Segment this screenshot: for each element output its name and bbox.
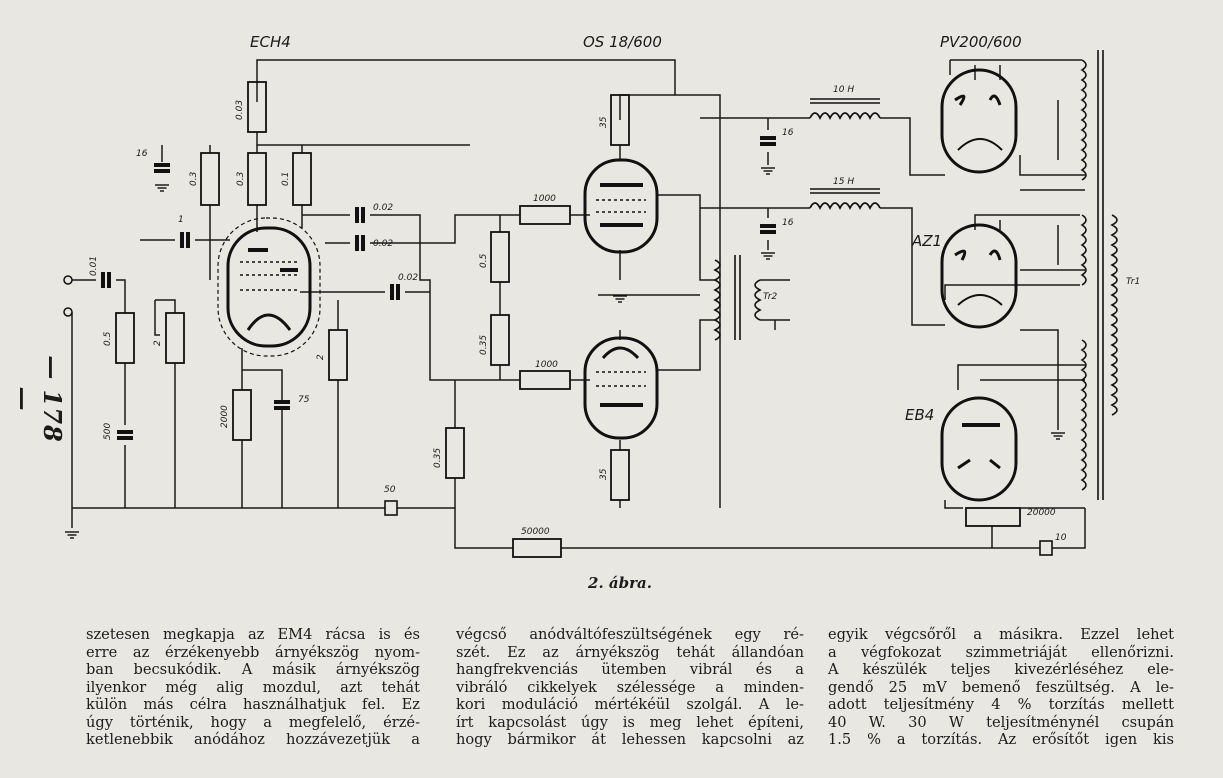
label-ech4: ECH4 xyxy=(250,33,291,51)
value-r-035-mid: 0.35 xyxy=(479,335,489,355)
value-c-002c: 0.02 xyxy=(398,273,418,283)
text-line: 1.5 % a torzítás. Az erősítőt igen kis xyxy=(828,731,1174,748)
value-r-35-bot: 35 xyxy=(599,468,609,480)
capacitors xyxy=(101,136,1053,556)
value-r-2-pot: 2 xyxy=(153,340,163,346)
label-os18: OS 18/600 xyxy=(583,33,662,51)
value-c-002b: 0.02 xyxy=(373,239,393,249)
value-r-2-grid: 2 xyxy=(316,354,326,360)
value-r-05-mid: 0.5 xyxy=(479,253,489,268)
value-c-75: 75 xyxy=(298,395,310,405)
pv200-tube xyxy=(940,68,1018,174)
text-column-1: szetesen megkapja az EM4 rácsa is és err… xyxy=(86,626,420,749)
os18-tube-lower xyxy=(583,336,659,440)
text-line: hangfrekvenciás ütemben vibrál és a xyxy=(456,661,804,678)
text-line: adott teljesítmény 4 % torzítás mellett xyxy=(828,696,1174,713)
text-line: 40 W. 30 W teljesítménynél csupán xyxy=(828,713,1174,731)
text-line: írt kapcsolást úgy is meg lehet építeni, xyxy=(456,713,804,731)
value-c-500: 500 xyxy=(103,423,113,440)
value-r-01: 0.1 xyxy=(281,172,291,186)
label-pv200: PV200/600 xyxy=(940,33,1022,51)
figure-caption: 2. ábra. xyxy=(588,574,652,592)
value-c-0001: 0.01 xyxy=(89,256,99,276)
page-number: — 178 — xyxy=(9,355,67,443)
text-line: hogy bármikor át lehessen kapcsolni az xyxy=(456,731,804,748)
text-line: egyik végcsőről a másikra. Ezzel lehet xyxy=(828,626,1174,643)
value-c-16-mid: 16 xyxy=(782,218,794,228)
text-column-2: végcső anódváltófeszültségének egy ré- s… xyxy=(456,626,804,749)
value-choke-10: 10 H xyxy=(833,85,854,95)
text-line: ketlenebbik anódához hozzávezetjük a xyxy=(86,731,420,748)
value-choke-15: 15 H xyxy=(833,177,854,187)
value-c-50: 50 xyxy=(384,485,396,495)
resistors xyxy=(115,81,1021,558)
value-c-1: 1 xyxy=(178,215,184,225)
text-line: a végfokozat szimmetriáját ellenőrizni. xyxy=(828,643,1174,661)
ech4-tube xyxy=(217,217,321,357)
label-tr1: Tr1 xyxy=(1126,277,1140,287)
value-r-003: 0.03 xyxy=(235,100,245,120)
value-r-035-low: 0.35 xyxy=(433,448,443,468)
value-r-03a: 0.3 xyxy=(189,171,199,186)
value-c-16-left: 16 xyxy=(136,149,148,159)
value-r-03b: 0.3 xyxy=(236,171,246,186)
value-r-05-in: 0.5 xyxy=(103,331,113,346)
text-line: végcső anódváltófeszültségének egy ré- xyxy=(456,626,804,643)
label-tr2: Tr2 xyxy=(763,292,777,302)
text-line: vibráló cikkelyek szélessége a minden- xyxy=(456,678,804,696)
text-line: erre az érzékenyebb árnyékszög nyom- xyxy=(86,643,420,661)
amplifier-schematic: ECH4 OS 18/600 PV200/600 AZ1 EB4 0.03 0.… xyxy=(63,33,1140,558)
value-r-1000b: 1000 xyxy=(535,360,558,370)
az1-tube xyxy=(940,223,1018,329)
wires xyxy=(71,59,1086,549)
value-c-10: 10 xyxy=(1055,533,1067,543)
text-line: gendő 25 mV bemenő feszültség. A le- xyxy=(828,678,1174,696)
text-line: szét. Ez az árnyékszög tehát állandóan xyxy=(456,643,804,661)
text-line: kori moduláció mértékéül szolgál. A le- xyxy=(456,696,804,713)
text-line: ban becsukódik. A másik árnyékszög xyxy=(86,661,420,678)
text-line: szetesen megkapja az EM4 rácsa is és xyxy=(86,626,420,643)
text-column-3: egyik végcsőről a másikra. Ezzel lehet a… xyxy=(828,626,1174,749)
value-r-50000: 50000 xyxy=(521,527,550,537)
label-eb4: EB4 xyxy=(905,406,934,424)
chokes xyxy=(809,98,881,211)
value-r-1000a: 1000 xyxy=(533,194,556,204)
value-r-2000: 2000 xyxy=(220,405,230,428)
eb4-tube xyxy=(940,396,1018,502)
os18-tube-upper xyxy=(583,158,659,254)
value-c-002a: 0.02 xyxy=(373,203,393,213)
text-line: külön más célra használhatjuk fel. Ez xyxy=(86,696,420,713)
value-r-35-top: 35 xyxy=(599,116,609,128)
text-line: A készülék teljes kivezérléséhez ele- xyxy=(828,661,1174,678)
value-r-20000: 20000 xyxy=(1027,508,1056,518)
transformers xyxy=(713,50,1118,500)
value-c-16-top: 16 xyxy=(782,128,794,138)
text-line: ilyenkor még alig mozdul, azt tehát xyxy=(86,678,420,696)
text-line: úgy történik, hogy a megfelelő, érzé- xyxy=(86,713,420,731)
label-az1: AZ1 xyxy=(911,232,942,250)
